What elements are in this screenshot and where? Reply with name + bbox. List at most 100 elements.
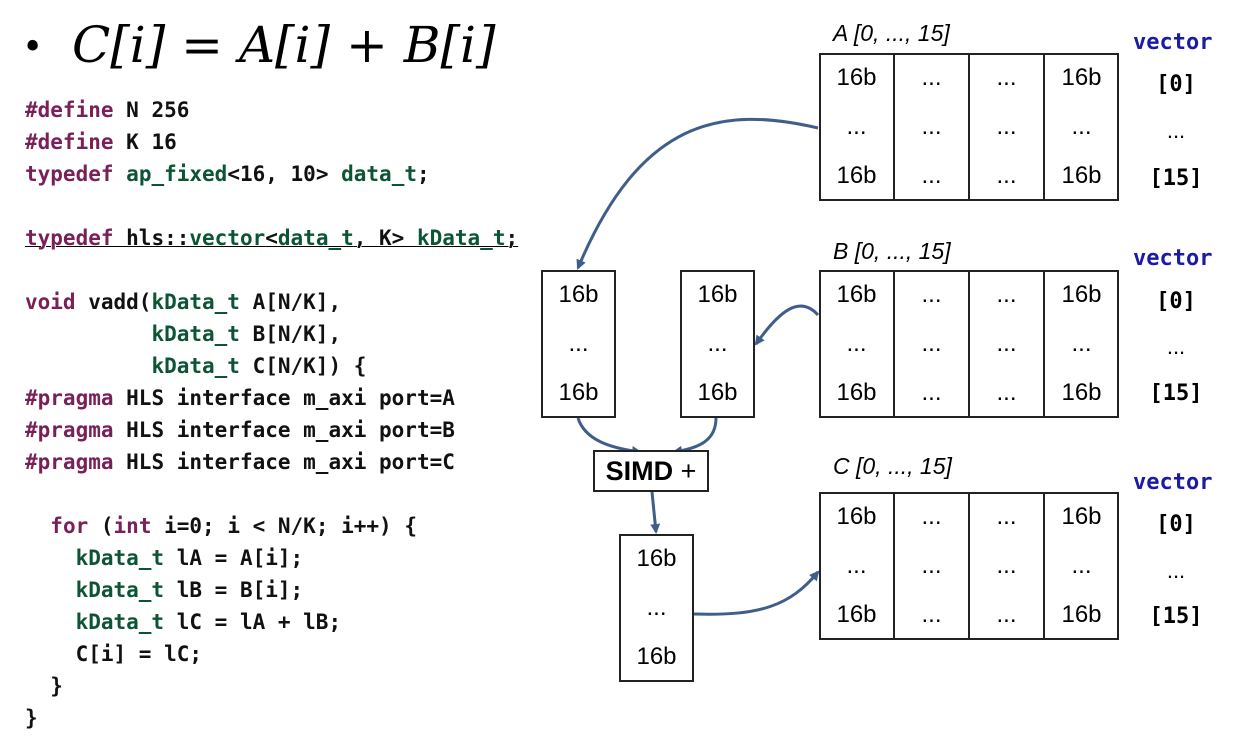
code-token: i=0; i < N/K; i++) { — [151, 514, 417, 538]
code-token: typedef — [25, 162, 114, 186]
code-token: lC = lA + lB; — [164, 610, 342, 634]
cell-value: ... — [921, 502, 942, 530]
cell-value: 16b — [1061, 502, 1102, 530]
code-line: #pragma HLS interface m_axi port=A — [25, 382, 518, 414]
code-token: #pragma — [25, 450, 114, 474]
cell-value: ... — [996, 330, 1017, 357]
code-token: lB = B[i]; — [164, 578, 304, 602]
cell-value: 16b — [1061, 379, 1102, 407]
code-token: HLS interface m_axi port=A — [113, 386, 455, 410]
array-b-index-ellipsis: ... — [1166, 334, 1186, 359]
code-token: ; — [505, 226, 519, 250]
cell-value: ... — [996, 280, 1017, 308]
cell-value: 16b — [1061, 63, 1102, 91]
code-token: void — [25, 290, 76, 314]
array-c-index-last: [15] — [1149, 604, 1203, 629]
code-line: #define K 16 — [25, 126, 518, 158]
code-token: kData_t — [151, 354, 240, 378]
code-token: A[N/K], — [239, 290, 342, 314]
cell-value: ... — [1071, 113, 1092, 140]
cell-value: ... — [921, 280, 942, 308]
code-token: K 16 — [113, 130, 177, 154]
b-element-box: 16b...16b — [680, 270, 755, 418]
grid-frame — [819, 270, 1119, 418]
cell-value: ... — [1071, 552, 1092, 579]
code-token: B[N/K], — [239, 322, 342, 346]
cell-value: ... — [996, 113, 1017, 140]
arrow-b-to-element — [754, 304, 820, 346]
cell-value: ... — [921, 552, 942, 579]
code-token: #define — [25, 98, 114, 122]
code-token: vadd( — [75, 290, 152, 314]
cell-value: 16b — [836, 63, 877, 91]
array-a-label: A [0, ..., 15] — [833, 20, 950, 46]
cell-value: 16b — [558, 280, 599, 308]
code-line: #pragma HLS interface m_axi port=C — [25, 446, 518, 478]
cell-value: ... — [921, 330, 942, 357]
code-token: ap_fixed — [126, 162, 228, 186]
array-c-label: C [0, ..., 15] — [833, 453, 952, 479]
cell-value: ... — [921, 63, 942, 91]
cell-value: ... — [996, 502, 1017, 530]
cell-value: ... — [846, 552, 867, 579]
code-token: < — [265, 226, 278, 250]
title-bullet: • — [22, 27, 44, 68]
code-token: kData_t — [75, 546, 165, 570]
code-token: kData_t — [416, 226, 506, 250]
code-token: kData_t — [151, 290, 240, 314]
cell-value: 16b — [836, 379, 877, 407]
code-token: ; — [416, 162, 430, 186]
arrow-a-element-to-simd — [576, 417, 642, 456]
cell-value: ... — [1071, 330, 1092, 357]
code-line: kData_t lA = A[i]; — [25, 542, 518, 574]
array-a-vector-label: vector — [1133, 30, 1213, 55]
code-token: data_t — [341, 162, 417, 186]
code-line: kData_t lC = lA + lB; — [25, 606, 518, 638]
array-c-grid: 16b......16b............16b......16b — [819, 492, 1119, 640]
code-token: kData_t — [75, 610, 165, 634]
grid-frame — [619, 534, 694, 682]
cell-value: ... — [646, 594, 667, 621]
simd-add-unit: SIMD + — [593, 450, 709, 492]
code-token: hls:: — [113, 226, 190, 250]
array-a-index-ellipsis: ... — [1166, 118, 1186, 143]
cell-value: 16b — [1061, 162, 1102, 190]
array-a-grid: 16b......16b............16b......16b — [819, 53, 1119, 201]
array-b-label: B [0, ..., 15] — [833, 238, 951, 264]
array-b-index-last: [15] — [1149, 381, 1203, 406]
code-line: #pragma HLS interface m_axi port=B — [25, 414, 518, 446]
code-token: for — [50, 514, 89, 538]
grid-border — [541, 270, 616, 418]
code-line: kData_t C[N/K]) { — [25, 350, 518, 382]
code-token: HLS interface m_axi port=C — [113, 450, 455, 474]
cell-value: 16b — [1061, 280, 1102, 308]
arrow-simd-to-c-element — [650, 491, 661, 534]
cell-value: 16b — [558, 379, 599, 407]
code-token: C[i] = lC; — [25, 642, 203, 666]
code-token: N 256 — [113, 98, 190, 122]
cell-value: ... — [996, 63, 1017, 91]
c-element-box: 16b...16b — [619, 534, 694, 682]
code-token: #pragma — [25, 386, 114, 410]
cell-value: 16b — [636, 643, 677, 671]
code-token: #define — [25, 130, 114, 154]
cell-value: 16b — [836, 280, 877, 308]
array-b-index-first: [0] — [1156, 289, 1196, 314]
cell-value: 16b — [836, 502, 877, 530]
cell-value: ... — [921, 379, 942, 407]
code-token: <16, 10> — [227, 162, 342, 186]
grid-frame — [541, 270, 616, 418]
grid-frame — [819, 53, 1119, 201]
cell-value: ... — [568, 330, 589, 357]
code-token: kData_t — [151, 322, 240, 346]
array-b-grid: 16b......16b............16b......16b — [819, 270, 1119, 418]
code-line: typedef hls::vector<data_t, K> kData_t; — [25, 222, 518, 254]
array-c-vector-label: vector — [1133, 470, 1213, 495]
grid-border — [680, 270, 755, 418]
code-line: kData_t lB = B[i]; — [25, 574, 518, 606]
code-token: } — [25, 706, 38, 730]
cell-value: ... — [707, 330, 728, 357]
cell-value: ... — [996, 601, 1017, 629]
code-line: typedef ap_fixed<16, 10> data_t; — [25, 158, 518, 190]
